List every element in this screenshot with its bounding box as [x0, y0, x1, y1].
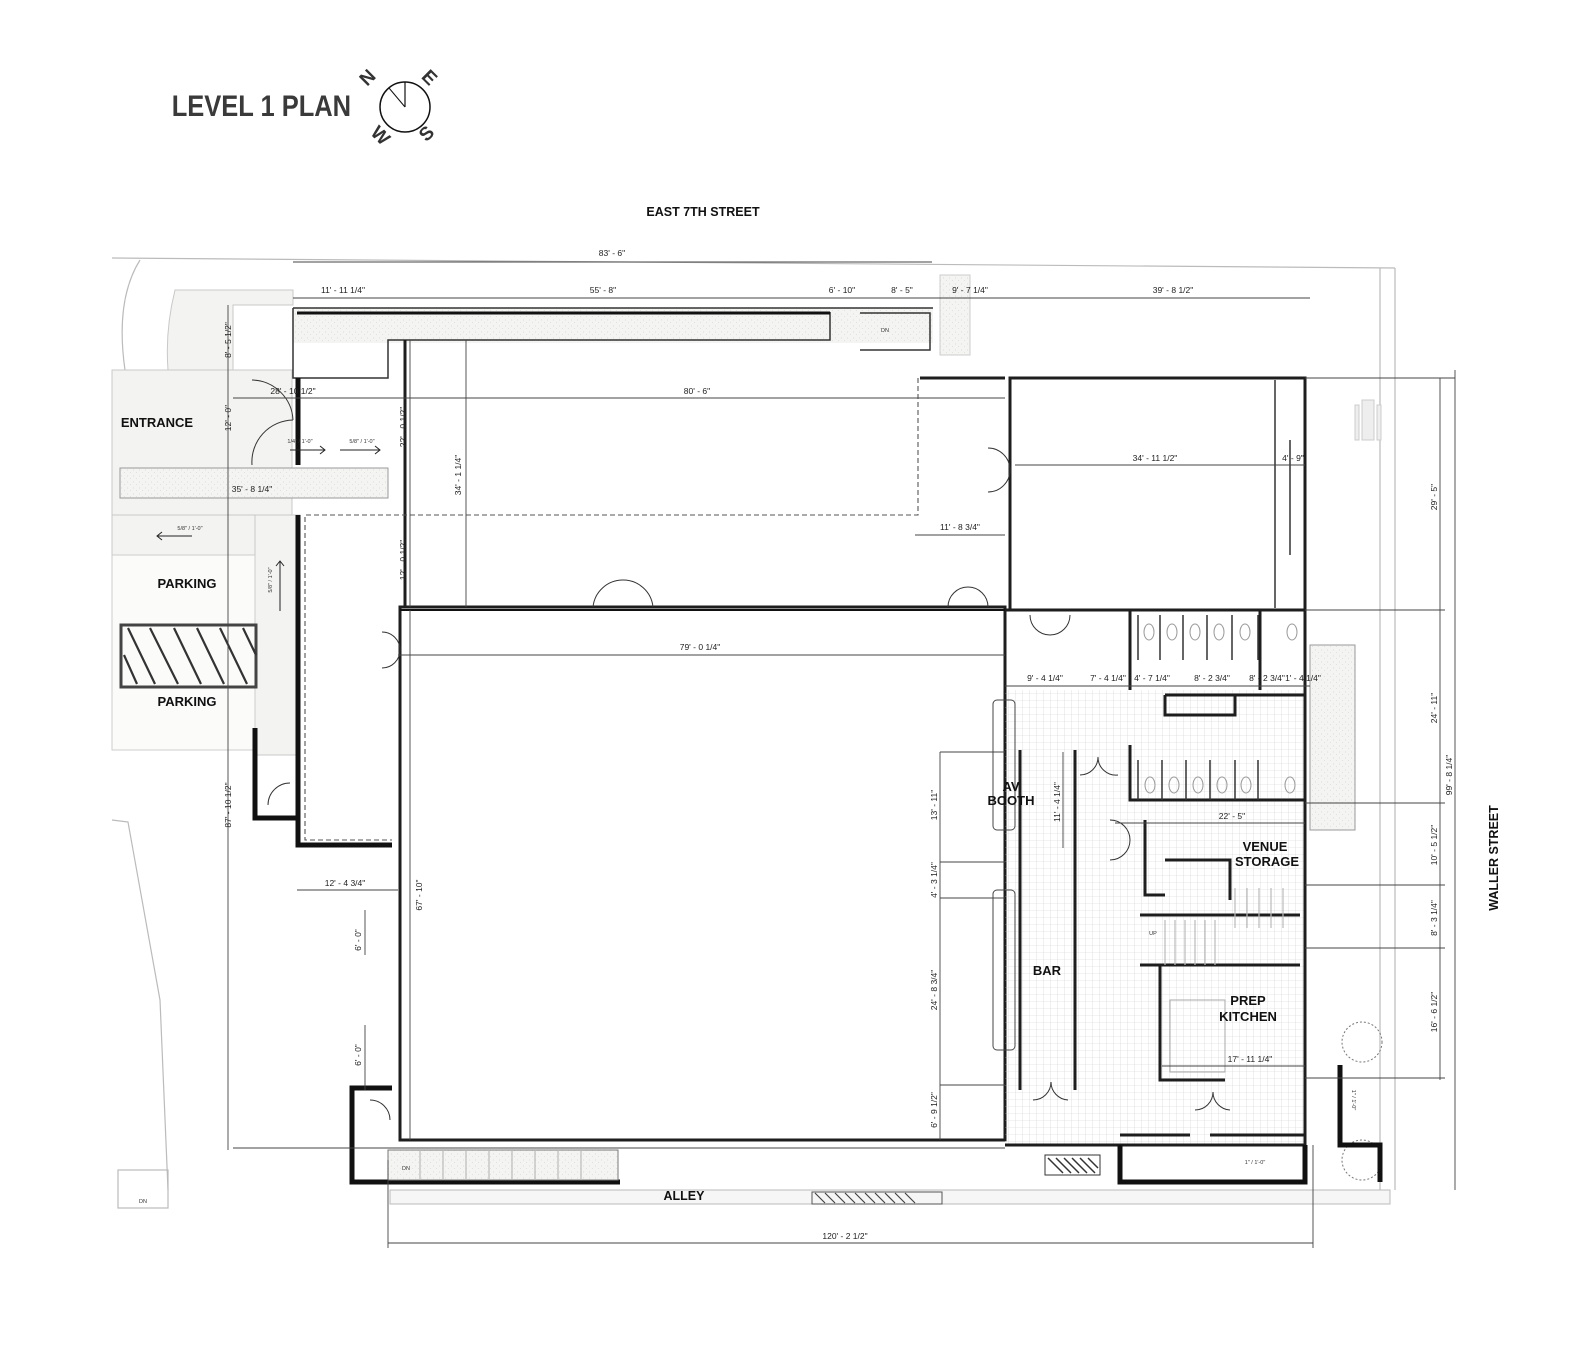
- dim-label: 8' - 2 3/4": [1194, 673, 1230, 683]
- plan-title: LEVEL 1 PLAN: [172, 89, 351, 122]
- dim-label: 6' - 0": [353, 929, 363, 951]
- dim-label: 11' - 8 3/4": [940, 522, 980, 532]
- dim-label: 10' - 5 1/2": [1429, 825, 1439, 866]
- dim-label: 55' - 8": [590, 285, 616, 295]
- dim-label: 4' - 3 1/4": [929, 862, 939, 898]
- room-av-booth-line1: AV: [1002, 779, 1019, 794]
- no-parking-hatch: [119, 623, 258, 689]
- slope-label: 5/8" / 1'-0": [177, 526, 202, 532]
- compass-n: N: [356, 66, 381, 91]
- room-av-booth-line2: BOOTH: [988, 793, 1035, 808]
- dim-label: 39' - 8 1/2": [1153, 285, 1194, 295]
- stair-label: DN: [402, 1166, 410, 1172]
- slope-label: 5/8" / 1'-0": [349, 439, 374, 445]
- door-icons: [251, 379, 1231, 1121]
- street-waller: WALLER STREET: [1487, 805, 1501, 911]
- dim-label: 9' - 4 1/4": [1027, 673, 1063, 683]
- building-walls: [252, 307, 1383, 1185]
- dim-label: 83' - 6": [599, 248, 625, 258]
- north-arrow-icon: N E S W: [356, 66, 441, 150]
- room-entrance: ENTRANCE: [121, 415, 194, 430]
- room-parking-2: PARKING: [158, 694, 217, 709]
- dim-label: 8' - 5": [891, 285, 913, 295]
- dim-label: 8' - 5 1/2": [223, 322, 233, 358]
- dim-label: 8' - 3 1/4": [1429, 900, 1439, 936]
- dim-label: 16' - 6 1/2": [1429, 992, 1439, 1033]
- dim-label: 8' - 2 3/4": [1249, 673, 1285, 683]
- dim-label: 17' - 11 1/4": [1228, 1054, 1273, 1064]
- dimension-lines: [227, 261, 1456, 1248]
- dim-label: 29' - 5": [1429, 484, 1439, 510]
- room-venue-storage-line2: STORAGE: [1235, 854, 1299, 869]
- walkway: [254, 514, 301, 756]
- dim-label: 80' - 6": [684, 386, 710, 396]
- dim-label: 28' - 10 1/2": [270, 386, 315, 396]
- restroom-stalls: [1137, 615, 1298, 800]
- dim-label: 6' - 0": [353, 1044, 363, 1066]
- alley-hatch: [811, 1154, 1101, 1205]
- compass-e: E: [417, 66, 441, 90]
- dim-label: 87' - 10 1/2": [223, 782, 233, 827]
- dim-label: 99' - 8 1/4": [1444, 755, 1454, 796]
- dim-label: 22' - 5": [1219, 811, 1245, 821]
- dim-label: 24' - 8 3/4": [929, 970, 939, 1011]
- stair-label: UP: [1149, 931, 1157, 937]
- compass-s: S: [415, 122, 439, 146]
- dim-label: 67' - 10": [414, 879, 424, 910]
- slope-arrows: [156, 445, 381, 611]
- dim-label: 11' - 4 1/4": [1052, 782, 1062, 822]
- entrance-planter: [166, 289, 294, 371]
- dim-label: 24' - 11": [1429, 693, 1439, 723]
- site-context: [111, 257, 1396, 1209]
- dim-label: 4' - 7 1/4": [1134, 673, 1170, 683]
- dim-label: 120' - 2 1/2": [822, 1231, 867, 1241]
- dim-label: 1' - 4 1/4": [1285, 673, 1321, 683]
- dim-label: 34' - 1 1/4": [453, 455, 463, 496]
- room-parking-1: PARKING: [158, 576, 217, 591]
- dim-label: 11' - 11 1/4": [321, 285, 365, 295]
- east-planter: [1309, 644, 1356, 831]
- dim-label: 6' - 10": [829, 285, 855, 295]
- dim-label: 12' - 0": [223, 405, 233, 431]
- dim-label: 9' - 7 1/4": [952, 285, 988, 295]
- dim-label: 4' - 9": [1282, 453, 1304, 463]
- room-prep-kitchen-line2: KITCHEN: [1219, 1009, 1277, 1024]
- stair-label: DN: [139, 1199, 147, 1205]
- dim-label: 12' - 4 3/4": [325, 878, 366, 888]
- dim-label: 13' - 11": [929, 790, 939, 820]
- room-prep-kitchen-line1: PREP: [1230, 993, 1266, 1008]
- room-venue-storage-line1: VENUE: [1243, 839, 1288, 854]
- stair-label: DN: [881, 328, 889, 334]
- slope-label: 1/4" / 1'-0": [287, 439, 312, 445]
- dim-label: 35' - 8 1/4": [232, 484, 273, 494]
- room-bar: BAR: [1033, 963, 1062, 978]
- dimension-labels: 83' - 6" 11' - 11 1/4" 55' - 8" 6' - 10"…: [223, 248, 1454, 1241]
- street-alley: ALLEY: [664, 1189, 706, 1203]
- dim-label: 6' - 9 1/2": [929, 1092, 939, 1128]
- bike-rack-icon: [1354, 399, 1382, 441]
- dim-label: 12' - 0 1/2": [398, 540, 408, 581]
- entrance-planter-strip: [119, 467, 389, 499]
- slope-label: 1" / 1'-0": [1350, 1090, 1356, 1111]
- dim-label: 34' - 11 1/2": [1133, 453, 1178, 463]
- slope-label: 1" / 1'-0": [1245, 1160, 1266, 1166]
- slope-label: 5/8" / 1'-0": [268, 567, 274, 592]
- street-east-7th: EAST 7TH STREET: [646, 205, 760, 219]
- dim-label: 7' - 4 1/4": [1090, 673, 1126, 683]
- dim-label: 22' - 0 1/2": [398, 407, 408, 448]
- dim-label: 79' - 0 1/4": [680, 642, 721, 652]
- tree-icon: [1341, 1021, 1383, 1063]
